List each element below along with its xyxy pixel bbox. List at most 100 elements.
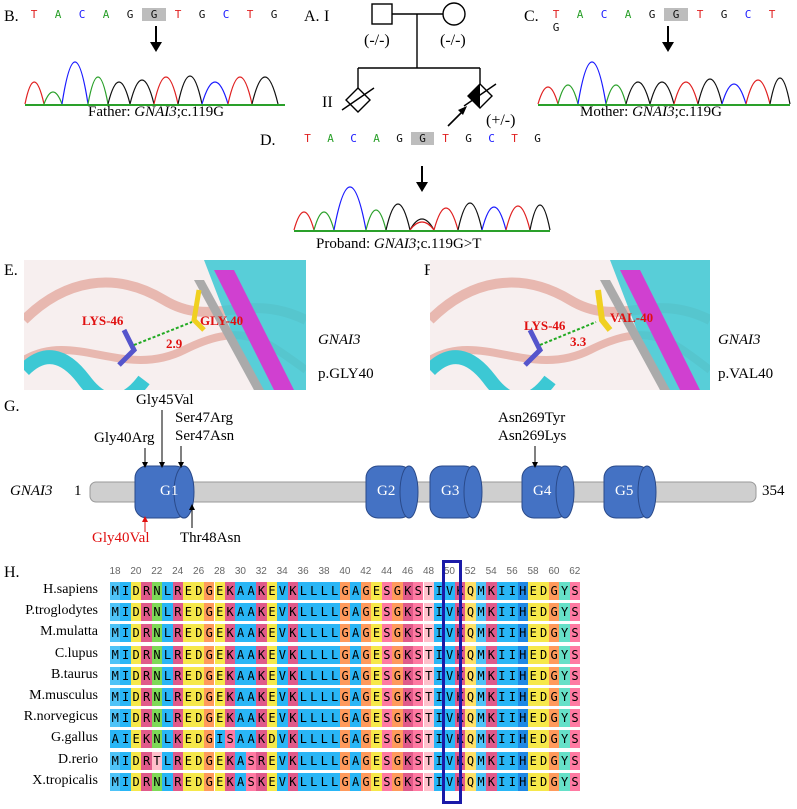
residue-cell: I — [214, 730, 225, 749]
residue-cell: Y — [559, 730, 570, 749]
residue-cell: G — [204, 645, 215, 664]
panel-d-label: D. — [260, 132, 276, 149]
residue-cell: R — [141, 688, 152, 706]
residue-cell: S — [569, 666, 581, 685]
residue-cell: S — [224, 730, 236, 749]
residue-cell: E — [214, 666, 225, 685]
residue-cell: L — [329, 666, 340, 685]
sequence-base: T — [696, 8, 704, 21]
residue-cell: L — [162, 709, 173, 728]
sequence-base: T — [30, 8, 38, 21]
residue-cell: K — [256, 645, 267, 664]
residue-cell: A — [245, 603, 257, 622]
residue-cell: T — [423, 666, 434, 685]
residue-cell: G — [392, 709, 403, 728]
residue-cell: S — [413, 582, 424, 600]
residue-cell: T — [423, 603, 434, 622]
residue-cell: G — [548, 603, 560, 622]
panel-e-residue-1: LYS-46 — [82, 313, 124, 328]
residue-cell: V — [277, 582, 288, 600]
residue-cell: A — [245, 645, 257, 664]
residue-cell: N — [151, 666, 163, 685]
position-tick-label: 50 — [443, 566, 455, 577]
residue-cell: D — [130, 751, 142, 770]
sequence-base: G — [465, 132, 472, 145]
sequence-base: G — [396, 132, 403, 145]
residue-cell: D — [130, 772, 142, 791]
residue-cell: K — [224, 624, 236, 643]
residue-cell: L — [308, 666, 319, 685]
residue-cell: A — [235, 624, 246, 643]
residue-cell: L — [308, 688, 319, 706]
panel-c-caption: Mother: GNAI3;c.119G — [580, 104, 722, 120]
residue-cell: G — [548, 772, 560, 791]
position-tick-label: 44 — [381, 566, 393, 577]
residue-cell: D — [538, 603, 549, 622]
residue-cell: G — [392, 603, 403, 622]
residue-cell: E — [528, 624, 539, 643]
residue-cell: I — [496, 645, 508, 664]
residue-cell: G — [339, 624, 351, 643]
residue-cell: K — [402, 666, 414, 685]
residue-cell: R — [141, 603, 152, 622]
residue-cell: M — [110, 751, 121, 770]
sequence-base: A — [624, 8, 632, 21]
residue-cell: I — [433, 603, 445, 622]
residue-cell: G — [204, 666, 215, 685]
residue-cell: Y — [559, 751, 570, 770]
residue-cell: L — [298, 645, 309, 664]
residue-cell: K — [402, 582, 414, 600]
panel-e-label: E. — [4, 262, 18, 279]
residue-cell: K — [287, 645, 299, 664]
residue-cell: I — [507, 582, 518, 600]
residue-cell: G — [339, 751, 351, 770]
residue-cell: G — [360, 709, 372, 728]
residue-cell: T — [423, 582, 434, 600]
residue-cell: E — [371, 666, 382, 685]
residue-cell: L — [329, 645, 340, 664]
residue-cell: V — [277, 603, 288, 622]
residue-cell: S — [245, 751, 257, 770]
residue-cell: R — [141, 645, 152, 664]
residue-cell: K — [287, 603, 299, 622]
residue-cell: L — [298, 688, 309, 706]
residue-cell: D — [538, 709, 549, 728]
residue-cell: L — [308, 772, 319, 791]
residue-cell: I — [120, 624, 131, 643]
residue-cell: E — [528, 730, 539, 749]
residue-cell: L — [298, 772, 309, 791]
residue-cell: Y — [559, 709, 570, 728]
residue-cell: S — [413, 666, 424, 685]
sequence-base: G — [648, 8, 656, 21]
panel-c-chromatogram — [537, 26, 791, 106]
residue-cell: I — [433, 624, 445, 643]
residue-cell: E — [266, 709, 278, 728]
sequence-base: T — [174, 8, 182, 21]
residue-cell: D — [538, 666, 549, 685]
residue-cell: R — [172, 645, 184, 664]
panel-d-chromatogram — [293, 166, 551, 232]
residue-cell: I — [433, 709, 445, 728]
residue-cell: S — [413, 772, 424, 791]
residue-cell: D — [193, 666, 205, 685]
residue-cell: S — [381, 603, 393, 622]
residue-cell: A — [235, 645, 246, 664]
residue-cell: A — [235, 688, 246, 706]
residue-cell: A — [350, 624, 361, 643]
residue-cell: D — [538, 730, 549, 749]
residue-cell: L — [329, 688, 340, 706]
residue-cell: E — [183, 709, 194, 728]
residue-cell: K — [224, 709, 236, 728]
residue-cell: H — [517, 751, 528, 770]
domain-g2 — [365, 465, 419, 519]
residue-cell: M — [475, 709, 487, 728]
residue-cell: E — [214, 709, 225, 728]
residue-cell: L — [298, 624, 309, 643]
panel-f-residue-2: VAL-40 — [610, 310, 654, 325]
variant-asn269tyr: Asn269Tyr — [498, 410, 566, 426]
residue-cell: A — [350, 582, 361, 600]
residue-cell: K — [141, 730, 152, 749]
position-40-highlight — [442, 560, 462, 804]
residue-cell: G — [360, 751, 372, 770]
